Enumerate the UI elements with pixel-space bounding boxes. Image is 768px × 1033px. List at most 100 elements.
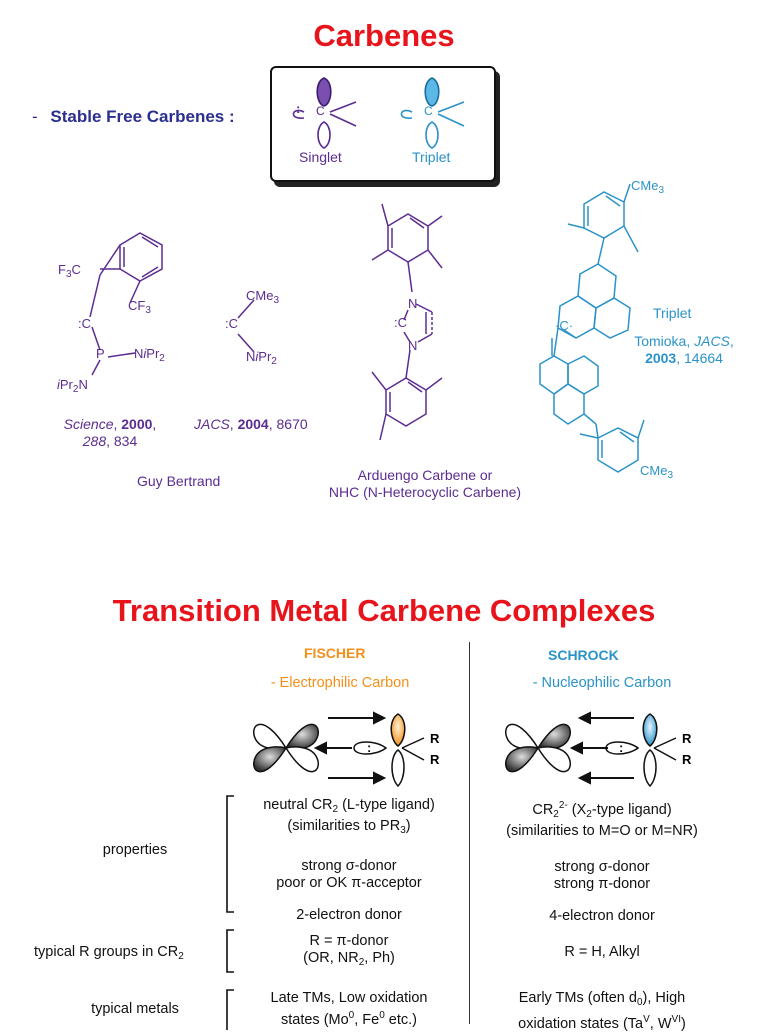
fischer-metals-line2: states (Mo0, Fe0 etc.) [229,1007,469,1029]
cme3-top-tomioka: CMe3 [631,178,664,196]
t: (OR, NR [303,950,359,966]
f3c-sub: 3 [65,269,72,280]
t-sub: 2 [358,957,365,968]
nhc-carbene-c: :C [394,315,407,330]
t-sub: 2 [553,809,559,820]
fischer-prop-line2: (similarities to PR3) [229,818,469,839]
schrock-metals: Early TMs (often d0), High oxidation sta… [472,990,732,1033]
t-sub: 2 [332,804,339,815]
nhc-n-top: N [408,296,418,311]
fischer-rgroups: R = π-donor (OR, NR2, Ph) [229,933,469,971]
t: etc.) [384,1012,418,1028]
triplet-carbene-sketch [400,77,465,149]
t: (L-type ligand) [338,797,435,813]
pr-sub: 2 [271,356,277,367]
metals-row-label: typical metals [91,1001,179,1017]
fischer-r1: R [430,731,440,746]
schrock-prop-line1: CR22- (X2-type ligand) [472,797,732,823]
cme-sub: 3 [273,295,280,306]
tomioka-year: 2003 [645,350,677,366]
t-sup: 0 [348,1010,355,1021]
t: (X [567,802,587,818]
t-sub: 3 [400,825,406,836]
f3c-f: F [58,262,66,277]
t-sub: 0 [636,997,643,1008]
schrock-prop-line3: strong σ-donor [554,859,650,875]
fischer-metals-line1: Late TMs, Low oxidation [270,990,428,1006]
t: ) [405,818,411,834]
t: , W [649,1016,672,1032]
triplet-c-atom: C [424,104,433,118]
fischer-prop-line1: neutral CR2 (L-type ligand) [229,797,469,818]
schrock-prop-line5: 4-electron donor [549,908,655,924]
science-year: 2000 [121,416,153,432]
schrock-subtitle: - Nucleophilic Carbon [532,675,672,691]
tomioka-reference: Tomioka, JACS, 2003, 14664 [634,333,734,366]
schrock-orbital-diagram: : [504,711,677,788]
iso-prefix: i [57,377,60,392]
t: Early TMs (often d [518,990,637,1006]
science-reference: Science, 2000, 288, 834 [63,416,157,449]
tomioka-journal: JACS [694,333,730,349]
rgroups-sub: 2 [178,951,184,962]
schrock-r1: R [682,731,692,746]
jacs-journal: JACS [194,416,230,432]
tomioka-triplet-label: Triplet [653,305,692,321]
schrock-header: SCHROCK [548,647,619,663]
t: states (Mo [280,1012,349,1028]
fischer-rgroups-line1: R = π-donor [309,933,389,949]
t: , Fe [354,1012,380,1028]
p-atom: P [96,346,105,361]
page-title: Carbenes [313,18,455,53]
rgroups-row-label: typical R groups in CR2 [34,944,184,965]
t: CR [532,802,554,818]
tm-carbene-complexes-title: Transition Metal Carbene Complexes [112,593,656,628]
arduengo-nhc-structure [371,203,443,441]
f3c-group: F3C [58,262,81,280]
t-sup: VI [671,1014,681,1025]
cf3-group: CF3 [128,298,151,316]
tomioka-triplet-carbene-structure [539,183,645,473]
pr-sub: 2 [159,353,165,364]
pr: Pr [258,349,272,364]
pr: Pr [146,346,160,361]
column-divider [469,642,470,1024]
t: ) [680,1016,686,1032]
n-ipr2-group-2: NiPr2 [246,349,277,367]
bertrand2-carbene-c: :C [225,316,238,331]
fischer-prop-line5: 2-electron donor [296,907,402,923]
cme-sub: 3 [658,185,665,196]
fischer-orbital-diagram: : [252,711,425,788]
phosphorus-atom: P [96,346,105,361]
cme: CMe [631,178,659,193]
singlet-label: Singlet [299,149,342,165]
schrock-metals-line2: oxidation states (TaV, WVI) [472,1011,732,1033]
pr-sub: 2 [72,384,79,395]
fischer-header: FISCHER [304,645,366,661]
n-atom: N [78,377,88,392]
bertrand-amino-carbene-structure [237,299,255,353]
arduengo-line2: NHC (N-Heterocyclic Carbene) [328,484,522,500]
cme3-group-bertrand: CMe3 [246,288,279,306]
n-ipr2-group-1: NiPr2 [134,346,165,364]
properties-row-label: properties [102,842,168,858]
singlet-c-atom: C [316,104,325,118]
schrock-properties: CR22- (X2-type ligand) (similarities to … [472,797,732,925]
t: ), High [642,990,686,1006]
t-sup: 2- [558,800,568,811]
fischer-r2: R [430,752,440,767]
ipr2n-group: iPr2N [57,377,88,395]
bertrand1-carbene-c: :C [78,316,91,331]
schrock-prop-line2: (similarities to M=O or M=NR) [506,823,698,839]
t-sup: 0 [379,1010,385,1021]
tomioka-carbene-c: ·C· [555,318,574,333]
tomioka-name: Tomioka, [634,333,695,349]
f3c-c: C [71,262,81,277]
jacs-2004-reference: JACS, 2004, 8670 [194,416,308,432]
schrock-r2: R [682,752,692,767]
cf3-sub: 3 [145,305,151,316]
fischer-properties: neutral CR2 (L-type ligand) (similaritie… [229,797,469,924]
triplet-label: Triplet [412,149,451,165]
fischer-prop-line4: poor or OK π-acceptor [276,875,422,891]
cme3-bottom-tomioka: CMe3 [640,463,673,481]
